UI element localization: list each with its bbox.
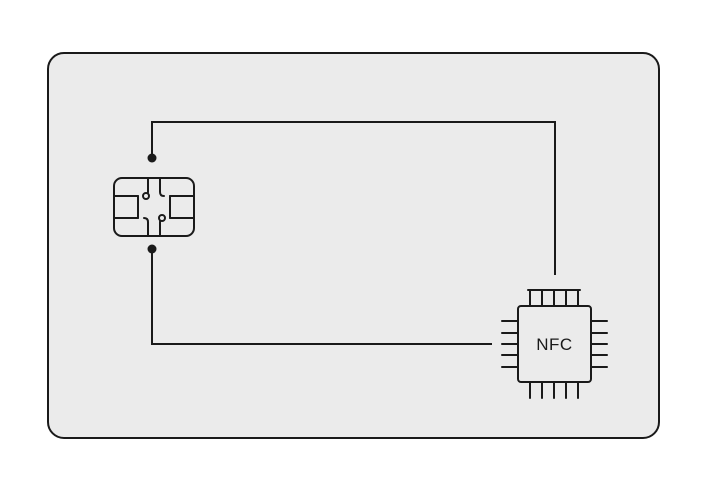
microchip-icon — [501, 289, 608, 399]
wire-bottom — [151, 249, 492, 345]
emv-chip-icon — [113, 177, 195, 237]
nfc-label: NFC — [536, 335, 572, 354]
card-body — [47, 52, 660, 439]
antenna-wire — [151, 121, 556, 345]
wire-top — [151, 121, 556, 275]
wire-terminal-bottom — [147, 244, 157, 254]
wire-terminal-top — [147, 153, 157, 163]
